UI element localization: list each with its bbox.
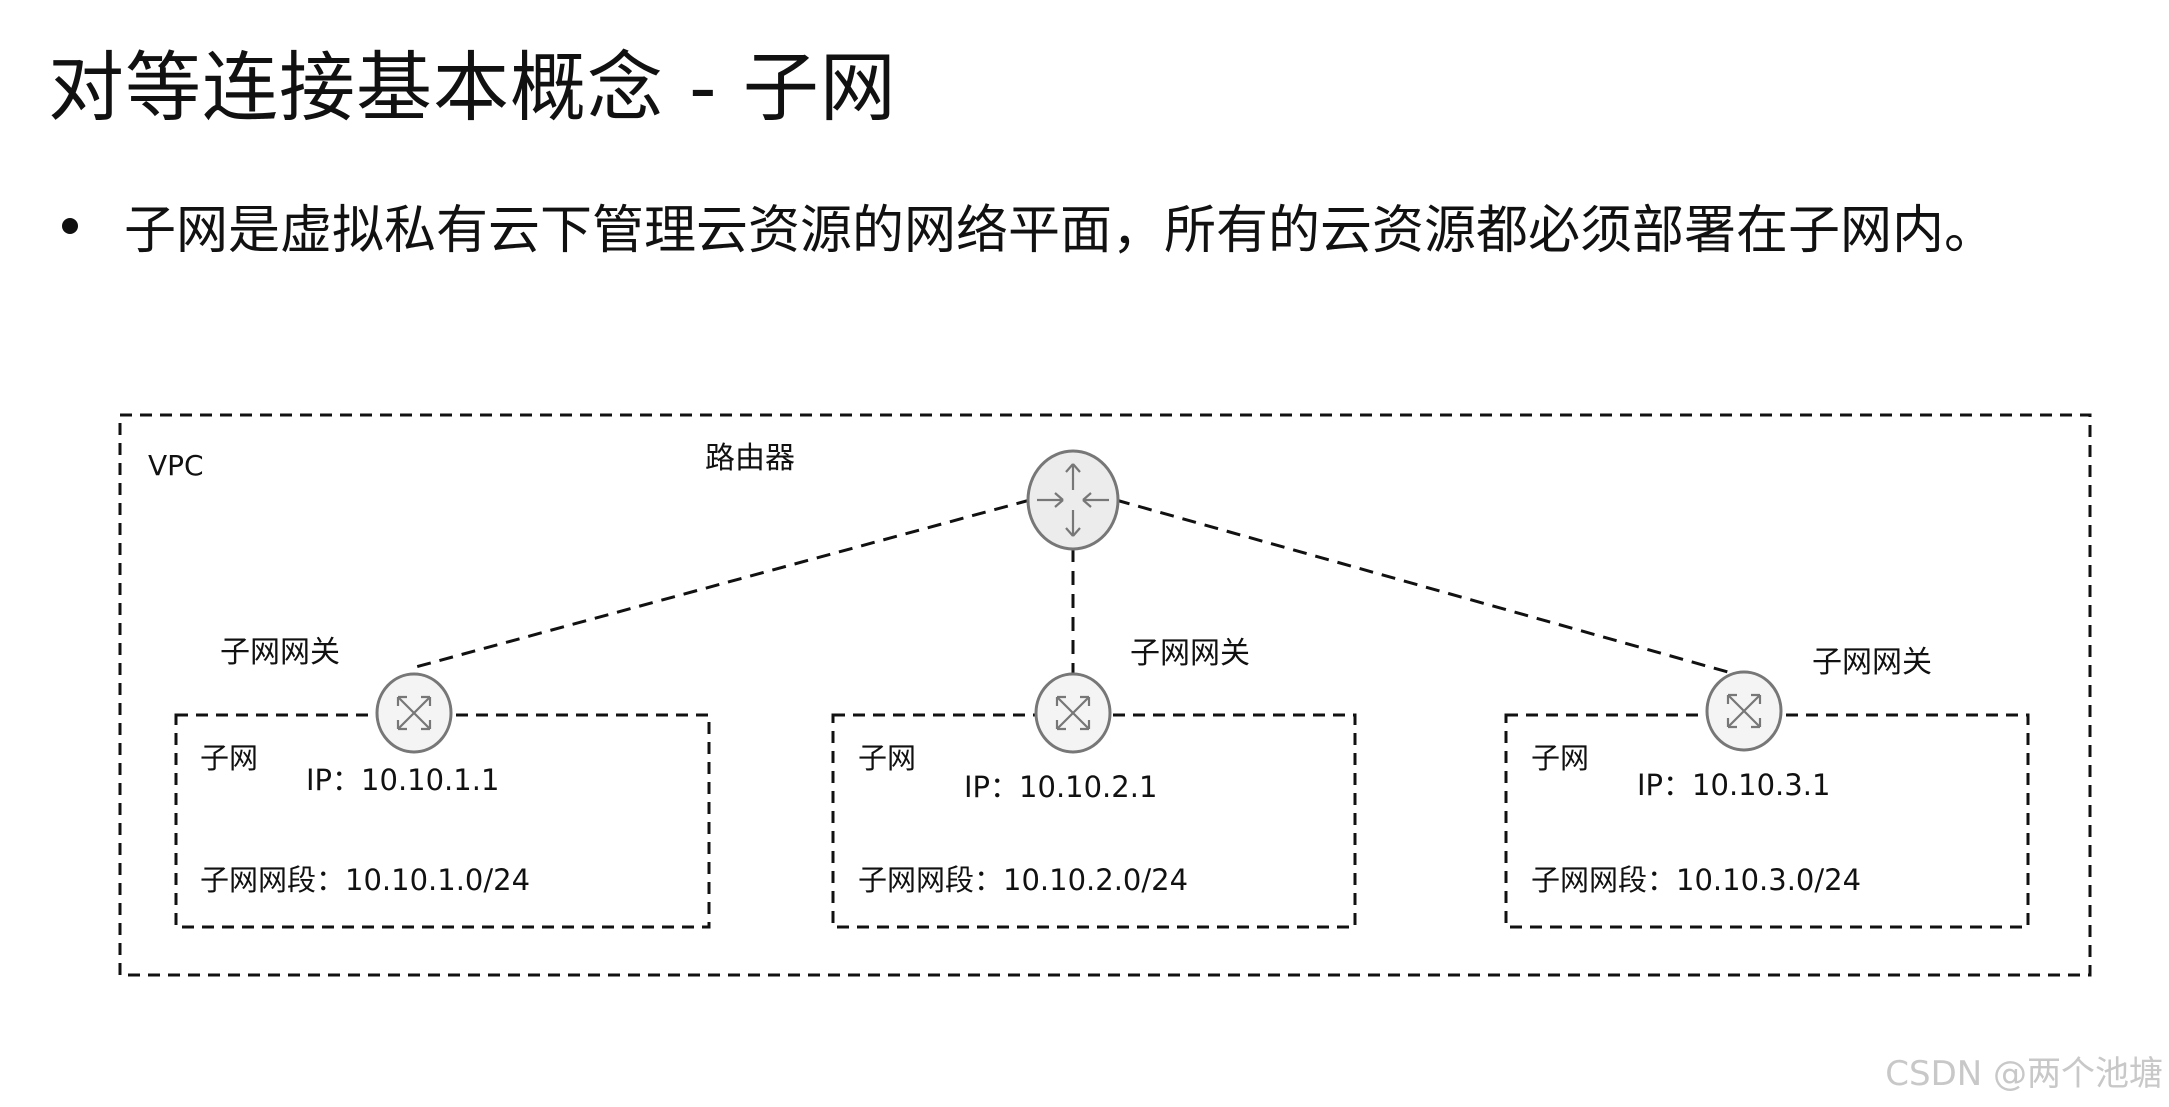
gateway-ip-1: IP：10.10.1.1 (306, 763, 499, 797)
subnet-cidr-2: 子网网段：10.10.2.0/24 (858, 863, 1188, 897)
subnet-gateway-icon (1034, 672, 1112, 754)
vpc-boundary (118, 413, 2092, 977)
page-title: 对等连接基本概念 - 子网 (48, 43, 897, 132)
bullet-text: 子网是虚拟私有云下管理云资源的网络平面，所有的云资源都必须部署在子网内。 (124, 201, 1997, 261)
bullet-item: 子网是虚拟私有云下管理云资源的网络平面，所有的云资源都必须部署在子网内。 (62, 188, 1996, 263)
vpc-label: VPC (148, 449, 204, 482)
link-router-gateway-1 (411, 498, 1031, 670)
router-label: 路由器 (705, 441, 795, 476)
subnet-cidr-1: 子网网段：10.10.1.0/24 (200, 863, 530, 897)
subnet-gateway-icon (1705, 670, 1783, 752)
subnet-label-1: 子网 (200, 741, 258, 775)
subnet-label-3: 子网 (1531, 741, 1589, 775)
subnet-gateway-icon (375, 672, 453, 754)
gateway-ip-2: IP：10.10.2.1 (964, 770, 1157, 804)
router-icon (1026, 449, 1120, 551)
bullet-dot (62, 217, 78, 234)
subnet-cidr-3: 子网网段：10.10.3.0/24 (1531, 863, 1861, 897)
subnet-label-2: 子网 (858, 741, 916, 775)
gateway-ip-3: IP：10.10.3.1 (1637, 768, 1830, 802)
gateway-label-3: 子网网关 (1812, 645, 1932, 680)
link-router-gateway-3 (1115, 498, 1743, 678)
gateway-label-1: 子网网关 (220, 635, 340, 670)
gateway-label-2: 子网网关 (1130, 636, 1250, 671)
watermark: CSDN @两个池塘 (1885, 1054, 2163, 1094)
